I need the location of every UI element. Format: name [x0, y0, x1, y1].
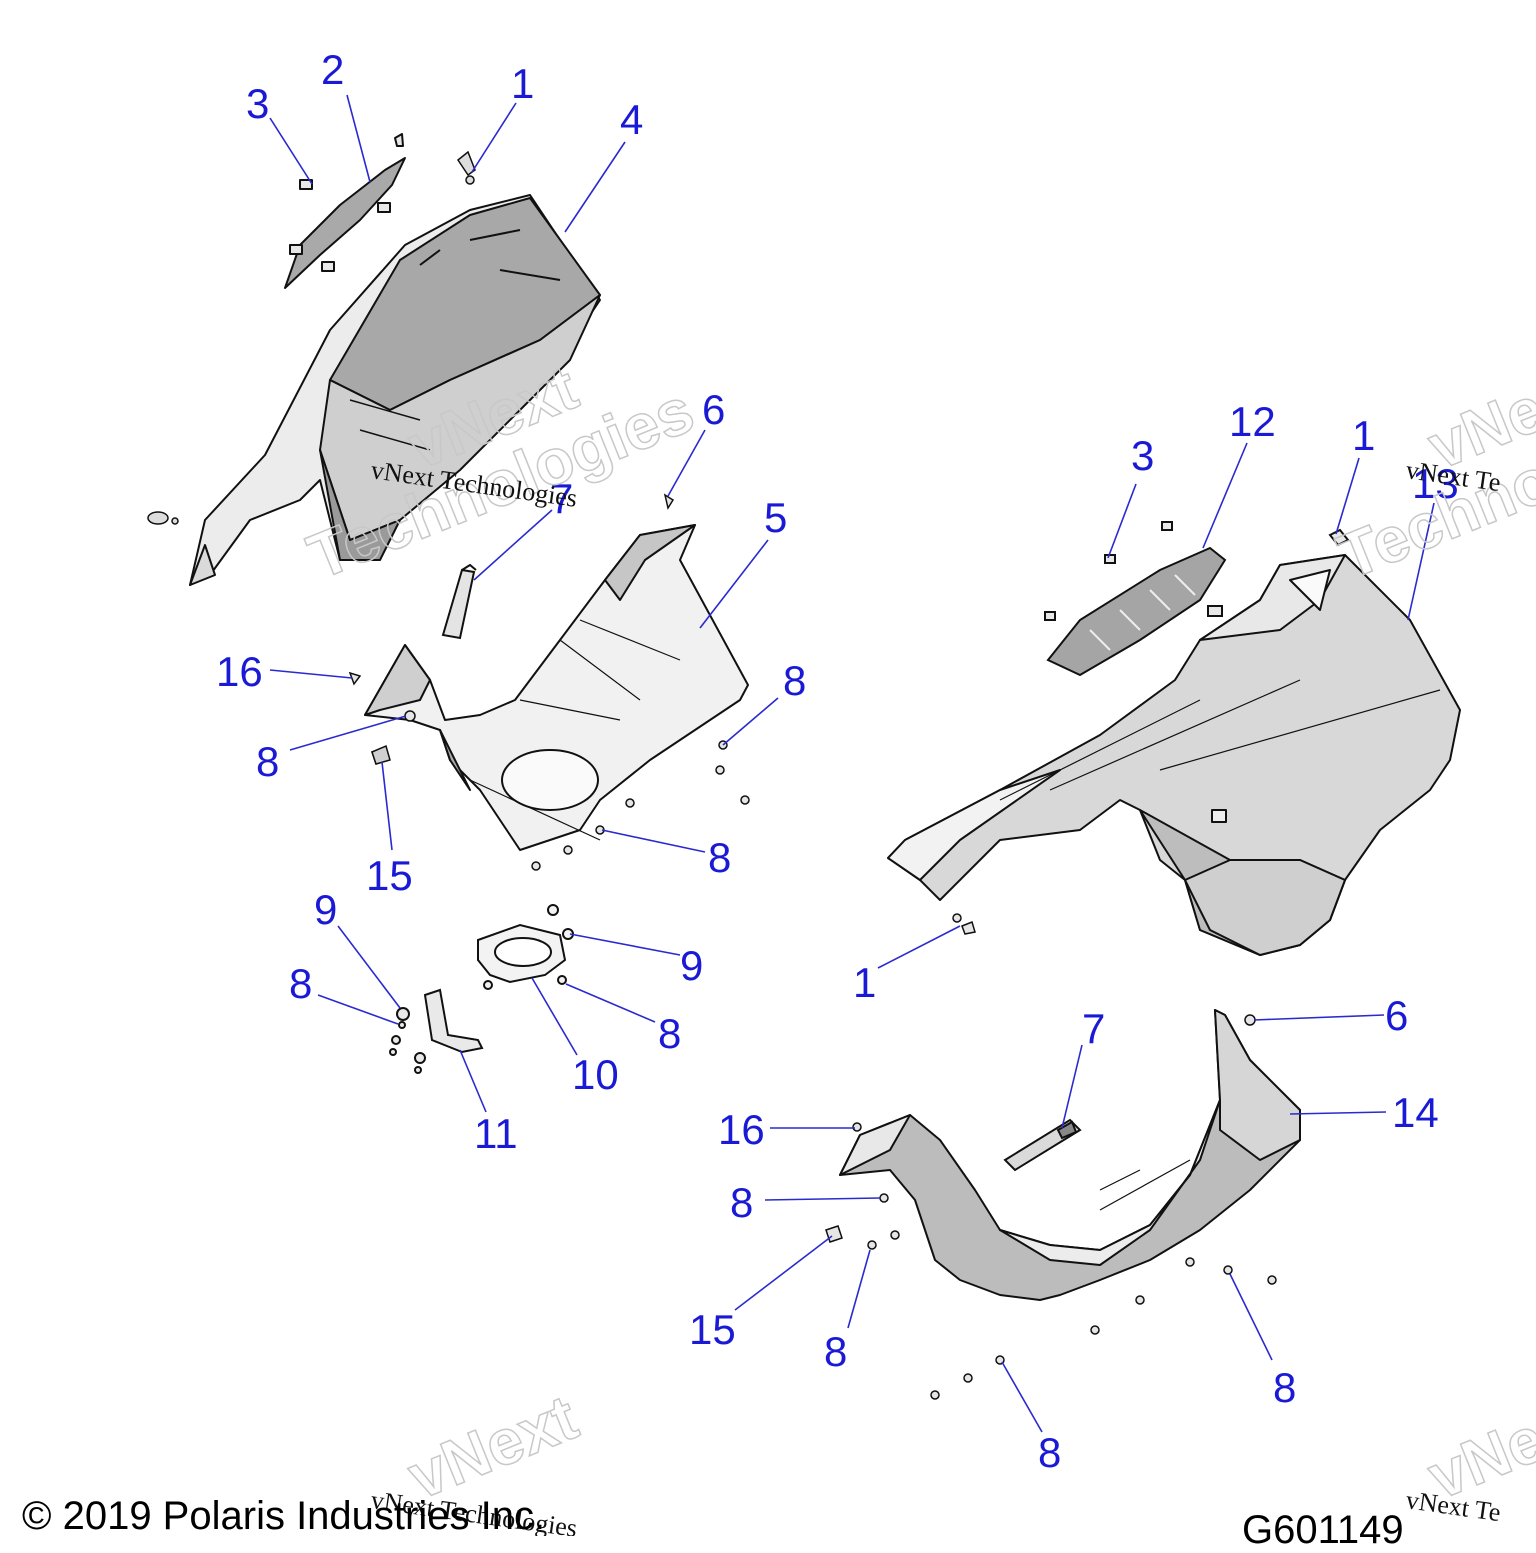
callout-9a: 9	[314, 886, 337, 933]
callout-3a: 3	[246, 80, 269, 127]
callout-8e: 8	[658, 1010, 681, 1057]
callout-15b: 15	[689, 1306, 736, 1353]
callout-8a: 8	[256, 738, 279, 785]
callout-16a: 16	[216, 648, 263, 695]
callout-8g: 8	[824, 1328, 847, 1375]
part-4-hood	[189, 194, 601, 586]
fastener-left-clip	[147, 511, 179, 525]
callout-3b: 3	[1131, 432, 1154, 479]
part-7a-handle	[441, 563, 477, 640]
callout-8c: 8	[708, 834, 731, 881]
callout-12: 12	[1229, 398, 1276, 445]
leader-lines	[269, 94, 1435, 1433]
callout-8h: 8	[1273, 1364, 1296, 1411]
callout-8i: 8	[1038, 1429, 1061, 1476]
callout-6b: 6	[1385, 992, 1408, 1039]
part-13-hood	[887, 554, 1461, 956]
callout-labels: 3 2 1 4 6 7 5 16 8 8 15 8 9 8 9 8 10 11 …	[216, 46, 1459, 1476]
callout-8d: 8	[289, 960, 312, 1007]
callout-7a: 7	[550, 475, 573, 522]
callout-10: 10	[572, 1051, 619, 1098]
part-2-trim	[284, 133, 406, 289]
callout-1b: 1	[1352, 412, 1375, 459]
figure-code: G601149	[1242, 1508, 1404, 1552]
fastener-1a	[456, 150, 476, 185]
part-10-ring	[477, 904, 574, 990]
callout-9b: 9	[680, 942, 703, 989]
part-7b-handle	[1003, 1118, 1082, 1172]
callout-16b: 16	[718, 1106, 765, 1153]
callout-8b: 8	[783, 657, 806, 704]
part-15a-plug	[371, 744, 391, 765]
copyright-text: © 2019 Polaris Industries Inc.	[22, 1494, 546, 1538]
callout-11: 11	[474, 1110, 518, 1157]
callout-14: 14	[1392, 1089, 1439, 1136]
callout-4: 4	[620, 96, 643, 143]
callout-7b: 7	[1082, 1005, 1105, 1052]
callout-8f: 8	[730, 1179, 753, 1226]
fastener-1c	[952, 913, 976, 935]
part-14-floor	[839, 1009, 1301, 1301]
callout-13: 13	[1412, 460, 1459, 507]
callout-1a: 1	[511, 60, 534, 107]
part-5-floor	[364, 524, 749, 851]
part-11-bracket	[389, 988, 484, 1074]
callout-2: 2	[321, 46, 344, 93]
callout-15a: 15	[366, 852, 413, 899]
callout-6a: 6	[702, 386, 725, 433]
fasteners-part-14	[825, 1014, 1277, 1400]
callout-5: 5	[764, 494, 787, 541]
part-12-vent	[1044, 521, 1350, 677]
watermark-right: vNe Technolo vNext Te	[1328, 371, 1536, 593]
callout-1c: 1	[853, 959, 876, 1006]
